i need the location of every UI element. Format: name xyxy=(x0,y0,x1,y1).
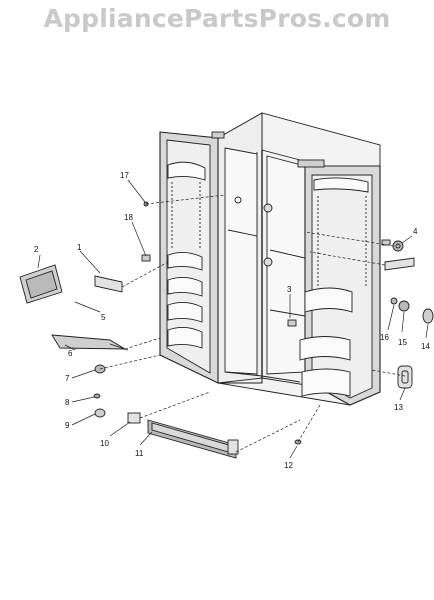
callout-11: 11 xyxy=(135,449,144,458)
callout-14: 14 xyxy=(421,342,430,351)
bottom-grille xyxy=(127,412,302,459)
callout-3: 3 xyxy=(287,285,292,294)
callout-8: 8 xyxy=(65,398,70,407)
leader-lines xyxy=(37,179,429,459)
callout-1: 1 xyxy=(77,243,82,252)
callout-18: 18 xyxy=(124,213,133,222)
callout-5: 5 xyxy=(101,313,106,322)
callout-9: 9 xyxy=(65,421,70,430)
callout-2: 2 xyxy=(34,245,39,254)
callout-15: 15 xyxy=(398,338,407,347)
callout-10: 10 xyxy=(100,439,109,448)
callout-labels: 1 2 3 4 5 6 7 8 9 10 11 12 13 14 15 16 1… xyxy=(34,171,430,470)
fresh-food-door xyxy=(297,159,381,406)
freezer-door xyxy=(159,131,225,384)
callout-7: 7 xyxy=(65,374,70,383)
callout-13: 13 xyxy=(394,403,403,412)
right-side-parts xyxy=(381,239,434,389)
callout-17: 17 xyxy=(120,171,129,180)
left-side-parts xyxy=(19,264,129,418)
watermark-text: AppliancePartsPros.com xyxy=(43,4,391,33)
callout-6: 6 xyxy=(68,349,73,358)
callout-12: 12 xyxy=(284,461,293,470)
callout-4: 4 xyxy=(413,227,418,236)
callout-16: 16 xyxy=(380,333,389,342)
